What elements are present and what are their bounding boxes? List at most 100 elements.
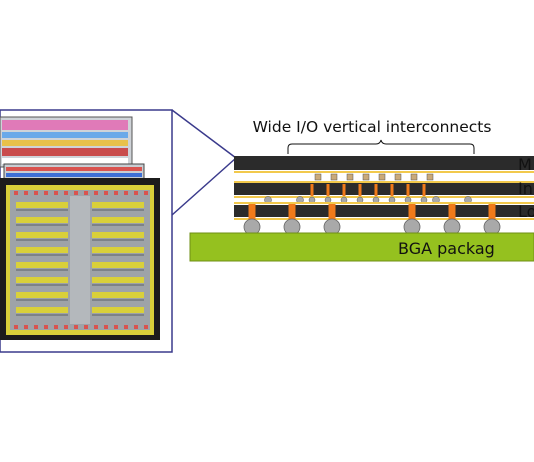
chip-pad bbox=[34, 325, 38, 329]
chip-pad bbox=[34, 191, 38, 195]
micro-bump bbox=[314, 173, 322, 181]
chip-pad bbox=[64, 191, 68, 195]
callout-line-bottom bbox=[171, 157, 237, 216]
chip-pad bbox=[114, 325, 118, 329]
chip-bank-left bbox=[16, 247, 68, 253]
lower-die bbox=[234, 205, 534, 217]
middle-via bbox=[310, 184, 314, 196]
middle-die bbox=[234, 183, 534, 195]
chip-pad bbox=[144, 191, 148, 195]
chip-bank-left bbox=[16, 232, 68, 238]
bracket-label: Wide I/O vertical interconnects bbox=[253, 118, 492, 136]
chip-bank-trace bbox=[92, 224, 144, 226]
package-label: BGA packag bbox=[398, 239, 495, 258]
micro-bump bbox=[426, 173, 434, 181]
micro-bump bbox=[378, 173, 386, 181]
chip-pad bbox=[124, 191, 128, 195]
middle-via bbox=[326, 184, 330, 196]
middle-via bbox=[374, 184, 378, 196]
chip-bank-trace bbox=[92, 209, 144, 211]
chip-pad bbox=[114, 191, 118, 195]
chip-pad bbox=[44, 325, 48, 329]
chip-bank-left bbox=[16, 262, 68, 268]
chip-pad bbox=[24, 191, 28, 195]
chip-pad bbox=[24, 325, 28, 329]
chip-pad bbox=[14, 191, 18, 195]
middle-via bbox=[390, 184, 394, 196]
micro-bump bbox=[346, 173, 354, 181]
chip-pad bbox=[54, 325, 58, 329]
chip-bank-trace bbox=[92, 299, 144, 301]
micro-bump bbox=[362, 173, 370, 181]
chip-pad bbox=[124, 325, 128, 329]
chip-bank-trace bbox=[92, 239, 144, 241]
chip-bank-right bbox=[92, 247, 144, 253]
chip-pad bbox=[74, 191, 78, 195]
chip-pad bbox=[94, 325, 98, 329]
chip-pad bbox=[14, 325, 18, 329]
chip-bank-right bbox=[92, 277, 144, 283]
chip-bank-right bbox=[92, 202, 144, 208]
chip-bank-left bbox=[16, 202, 68, 208]
chip-memory-banks bbox=[14, 191, 148, 329]
chip-bank-trace bbox=[16, 299, 68, 301]
chip-bank-trace bbox=[92, 284, 144, 286]
micro-bumps bbox=[314, 173, 434, 181]
bga-package bbox=[189, 232, 534, 262]
chip-pad bbox=[84, 191, 88, 195]
chip-pad bbox=[134, 191, 138, 195]
chip-pad bbox=[94, 191, 98, 195]
middle-via bbox=[406, 184, 410, 196]
chip-pad bbox=[74, 325, 78, 329]
lower-die-tsvs bbox=[248, 204, 496, 220]
tsv bbox=[408, 204, 416, 220]
middle-via bbox=[422, 184, 426, 196]
chip-bank-left bbox=[16, 292, 68, 298]
chip-bank-left bbox=[16, 217, 68, 223]
chip-bank-trace bbox=[16, 209, 68, 211]
layer-label-lower: Lo bbox=[518, 202, 534, 221]
chip-bank-trace bbox=[16, 224, 68, 226]
upper-die-traces bbox=[2, 120, 128, 164]
chip-layout-image bbox=[0, 109, 237, 353]
chip-pad bbox=[104, 191, 108, 195]
chip-pad bbox=[54, 191, 58, 195]
chip-bank-left bbox=[16, 277, 68, 283]
chip-bank-trace bbox=[16, 269, 68, 271]
chip-pad bbox=[44, 191, 48, 195]
tsv bbox=[488, 204, 496, 220]
chip-bank-trace bbox=[16, 239, 68, 241]
chip-pad bbox=[134, 325, 138, 329]
interconnect-bracket bbox=[287, 139, 475, 154]
chip-bank-trace bbox=[16, 254, 68, 256]
chip-pad bbox=[84, 325, 88, 329]
chip-bank-left bbox=[16, 307, 68, 313]
cross-section: Wide I/O vertical interconnects BGA pack… bbox=[189, 118, 534, 262]
chip-bank-trace bbox=[16, 284, 68, 286]
middle-via bbox=[342, 184, 346, 196]
chip-bank-right bbox=[92, 307, 144, 313]
micro-bump bbox=[394, 173, 402, 181]
micro-bump bbox=[330, 173, 338, 181]
chip-pad bbox=[64, 325, 68, 329]
tsv bbox=[448, 204, 456, 220]
callout-line-top bbox=[171, 109, 237, 159]
chip-pad bbox=[104, 325, 108, 329]
tsv bbox=[288, 204, 296, 220]
tsv bbox=[328, 204, 336, 220]
chip-bank-trace bbox=[92, 254, 144, 256]
chip-bank-right bbox=[92, 292, 144, 298]
chip-pad bbox=[144, 325, 148, 329]
chip-bank-trace bbox=[92, 269, 144, 271]
micro-bump bbox=[410, 173, 418, 181]
chip-bank-right bbox=[92, 232, 144, 238]
middle-die-vias bbox=[264, 184, 472, 204]
chip-bank-trace bbox=[92, 314, 144, 316]
top-die bbox=[234, 156, 534, 170]
layer-label-middle: In bbox=[518, 179, 533, 198]
chip-bank-trace bbox=[16, 314, 68, 316]
middle-via bbox=[358, 184, 362, 196]
chip-bank-right bbox=[92, 217, 144, 223]
tsv bbox=[248, 204, 256, 220]
